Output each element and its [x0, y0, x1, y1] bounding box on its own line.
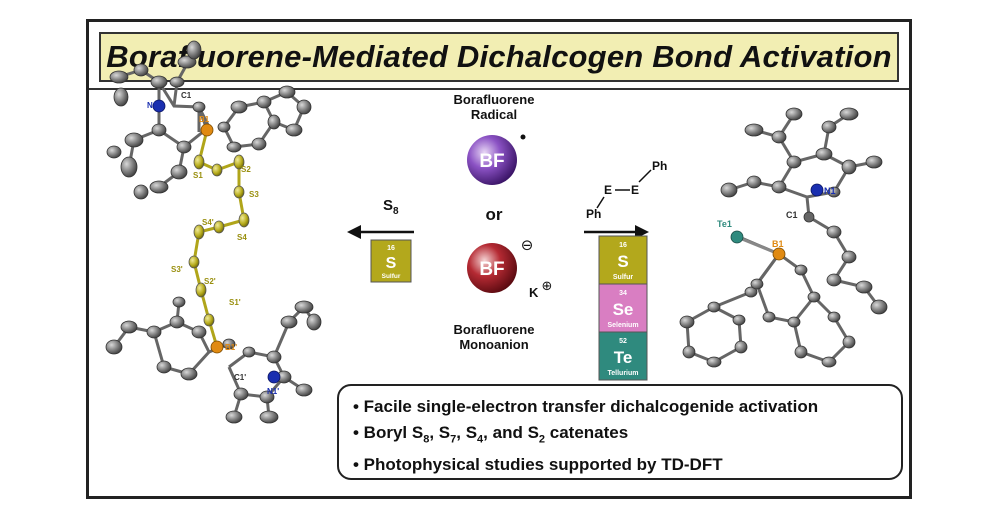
label-b1: B1 [199, 115, 210, 124]
tile-te-symbol: Te [614, 348, 633, 367]
label-te1: Te1 [717, 219, 732, 229]
anion-label-line2: Monoanion [459, 337, 528, 352]
label-c1-right: C1 [786, 210, 798, 220]
right-crystal-structure: Te1 B1 C1 N1 [679, 107, 888, 368]
label-s1: S1 [193, 171, 203, 180]
tile-s-symbol: S [617, 252, 628, 271]
radical-sphere [467, 135, 517, 185]
ph-top: Ph [652, 159, 667, 173]
anion-badge-text: BF [479, 259, 504, 280]
tile-se-number: 34 [619, 290, 627, 297]
label-n1-right: N1 [824, 186, 836, 196]
counter-ion: K [529, 285, 539, 300]
tile-te-name: Tellurium [608, 370, 639, 377]
or-text: or [486, 205, 503, 224]
e-right: E [631, 183, 639, 197]
label-n1-prime: N1' [267, 387, 279, 396]
b1-atom [200, 123, 214, 137]
b1-prime-atom [210, 340, 224, 354]
bullet-catenates: • Boryl S8, S7, S4, and S2 catenates [353, 423, 629, 446]
counter-ion-charge: ⊕ [542, 279, 553, 294]
b1-right-atom [772, 247, 786, 261]
tile-name: Sulfur [382, 273, 401, 280]
label-n1: N1 [147, 101, 158, 110]
tile-number: 16 [387, 245, 395, 252]
tile-te-number: 52 [619, 338, 627, 345]
tile-symbol: S [386, 255, 397, 272]
left-crystal-structure: C1 N1 B1 S1 S2 S3 S4' S4 S3' S2' S1' B1'… [105, 40, 322, 424]
radical-label-line2: Radical [471, 107, 517, 122]
tile-se-name: Selenium [607, 322, 638, 329]
tile-se-symbol: Se [613, 300, 634, 319]
label-c1-prime: C1' [234, 373, 246, 382]
left-reaction: S8 16 S Sulfur [347, 197, 414, 283]
label-b1-prime: B1' [225, 343, 237, 352]
s8-reagent: S8 [383, 197, 399, 217]
anion-label-line1: Borafluorene [454, 322, 535, 337]
n1-prime-atom [267, 370, 281, 384]
graphical-abstract-frame: Borafluorene-Mediated Dichalcogen Bond A… [86, 19, 912, 499]
radical-label-line1: Borafluorene [454, 92, 535, 107]
borafluorene-center: Borafluorene Radical BF or BF ⊖ K ⊕ Bora… [454, 92, 553, 352]
e-left: E [604, 183, 612, 197]
label-s4-prime: S4' [202, 218, 214, 227]
te1-atom [730, 230, 744, 244]
label-s2: S2 [241, 165, 251, 174]
summary-box: • Facile single-electron transfer dichal… [337, 384, 903, 480]
tile-s-number: 16 [619, 242, 627, 249]
label-s4: S4 [237, 233, 247, 242]
selenium-tile [598, 283, 648, 333]
anion-charge: ⊖ [521, 236, 534, 254]
label-s3-prime: S3' [171, 265, 183, 274]
radical-dot [520, 134, 526, 140]
title-banner: Borafluorene-Mediated Dichalcogen Bond A… [99, 32, 899, 82]
bullet-activation: • Facile single-electron transfer dichal… [353, 397, 819, 416]
tile-s-name: Sulfur [613, 274, 633, 281]
n1-atom [152, 99, 166, 113]
label-c1: C1 [181, 91, 192, 100]
tellurium-tile [598, 331, 648, 381]
left-arrowhead [347, 225, 361, 239]
label-s3: S3 [249, 190, 259, 199]
sulfur-tile-right [598, 235, 648, 285]
label-b1-right: B1 [772, 239, 784, 249]
anion-sphere [467, 243, 517, 293]
label-s2-prime: S2' [204, 277, 216, 286]
radical-badge-text: BF [479, 151, 504, 172]
n1-right-atom [810, 183, 824, 197]
label-s1-prime: S1' [229, 298, 241, 307]
title-divider [89, 88, 909, 90]
sulfur-tile-left [370, 239, 412, 283]
reaction-scheme: C1 N1 B1 S1 S2 S3 S4' S4 S3' S2' S1' B1'… [105, 40, 888, 424]
right-reaction: Ph E E Ph 16 S Sulfur 34 Se Selenium 52 … [584, 159, 667, 381]
bullet-photophysical: • Photophysical studies supported by TD-… [353, 455, 723, 475]
page-title: Borafluorene-Mediated Dichalcogen Bond A… [106, 39, 892, 74]
ph-bottom: Ph [586, 207, 601, 221]
